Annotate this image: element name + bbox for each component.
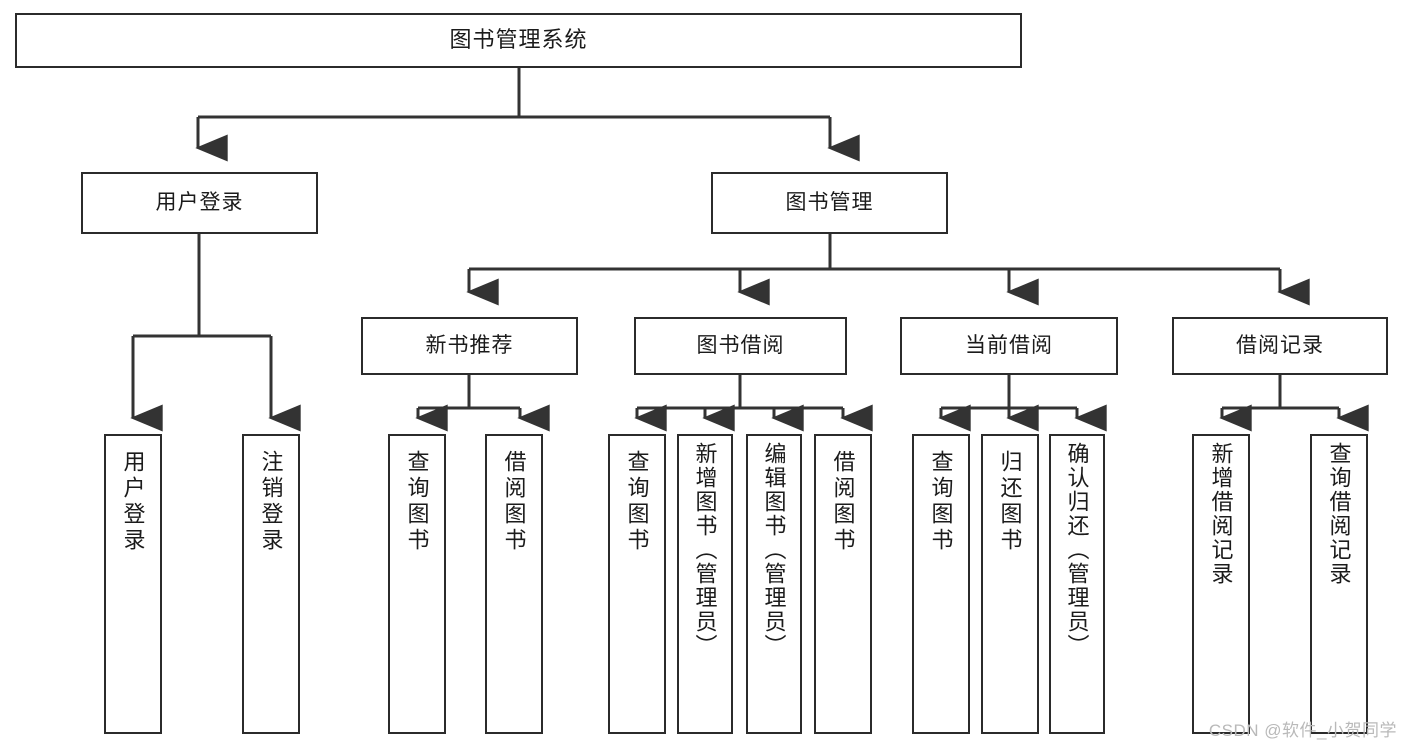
leaf-label: 借阅图书: [830, 450, 856, 554]
leaf-current-borrow-query-book[interactable]: 查询图书: [912, 434, 970, 734]
leaf-book-borrow-add-book-admin[interactable]: 新增图书（管理员）: [677, 434, 733, 734]
leaf-borrow-record-query-record[interactable]: 查询借阅记录: [1310, 434, 1368, 734]
leaf-label: 查询图书: [624, 450, 650, 554]
leaf-label: 借阅图书: [501, 450, 527, 554]
node-user-login[interactable]: 用户登录: [81, 172, 318, 234]
node-borrow-record[interactable]: 借阅记录: [1172, 317, 1388, 375]
leaf-borrow-record-add-record[interactable]: 新增借阅记录: [1192, 434, 1250, 734]
leaf-new-book-borrow-book[interactable]: 借阅图书: [485, 434, 543, 734]
node-root-system[interactable]: 图书管理系统: [15, 13, 1022, 68]
leaf-current-borrow-return-book[interactable]: 归还图书: [981, 434, 1039, 734]
leaf-label: 编辑图书（管理员）: [761, 442, 787, 658]
leaf-book-borrow-borrow-book[interactable]: 借阅图书: [814, 434, 872, 734]
leaf-label: 新增借阅记录: [1208, 442, 1234, 586]
leaf-current-borrow-confirm-return-admin[interactable]: 确认归还（管理员）: [1049, 434, 1105, 734]
node-new-book-recommend[interactable]: 新书推荐: [361, 317, 578, 375]
leaf-label: 注销登录: [258, 450, 284, 554]
leaf-user-login-logout[interactable]: 注销登录: [242, 434, 300, 734]
leaf-label: 确认归还（管理员）: [1064, 442, 1090, 658]
node-book-borrow[interactable]: 图书借阅: [634, 317, 847, 375]
leaf-new-book-query-book[interactable]: 查询图书: [388, 434, 446, 734]
leaf-user-login-login[interactable]: 用户登录: [104, 434, 162, 734]
leaf-label: 用户登录: [120, 450, 146, 554]
node-current-borrow[interactable]: 当前借阅: [900, 317, 1118, 375]
node-book-management[interactable]: 图书管理: [711, 172, 948, 234]
csdn-watermark: CSDN @软件_小贺同学: [1208, 721, 1397, 740]
leaf-book-borrow-query-book[interactable]: 查询图书: [608, 434, 666, 734]
leaf-label: 归还图书: [997, 450, 1023, 554]
leaf-label: 新增图书（管理员）: [692, 442, 718, 658]
leaf-label: 查询图书: [928, 450, 954, 554]
leaf-book-borrow-edit-book-admin[interactable]: 编辑图书（管理员）: [746, 434, 802, 734]
leaf-label: 查询图书: [404, 450, 430, 554]
leaf-label: 查询借阅记录: [1326, 442, 1352, 586]
